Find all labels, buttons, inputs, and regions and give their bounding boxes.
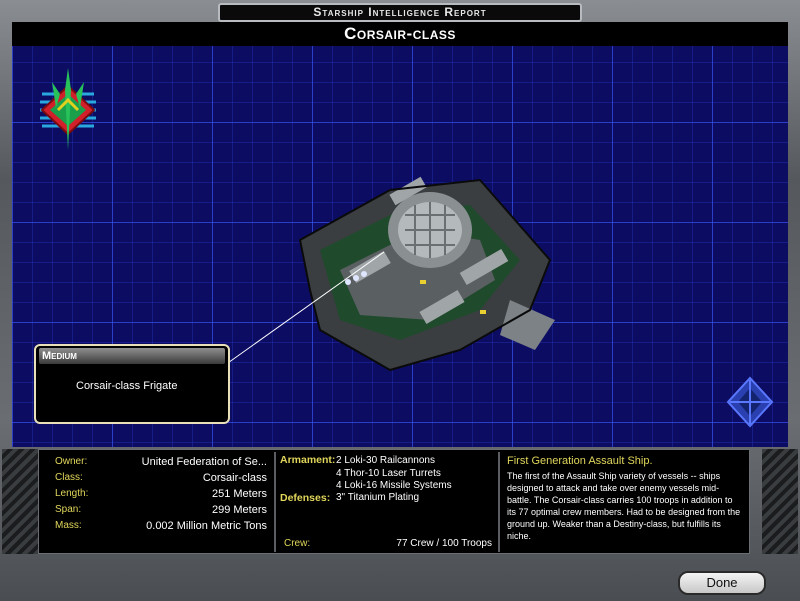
defenses-value: 3" Titanium Plating: [336, 492, 420, 503]
stat-row-mass: Mass: 0.002 Million Metric Tons: [47, 518, 273, 534]
panel-divider: [498, 452, 500, 552]
faction-emblem-icon: [40, 68, 96, 150]
armament-item: 4 Thor-10 Laser Turrets: [336, 468, 441, 479]
callout-text: Corsair-class Frigate: [76, 380, 178, 392]
info-panel: [38, 449, 750, 554]
stat-value: Corsair-class: [202, 472, 267, 484]
stat-label: Owner:: [55, 456, 88, 467]
stats-box: Owner: United Federation of Se... Class:…: [47, 452, 273, 552]
stat-value: 251 Meters: [211, 488, 267, 500]
panel-stripes-left: [2, 449, 38, 554]
armament-box: Armament: 2 Loki-30 Railcannons 4 Thor-1…: [278, 452, 496, 552]
stat-row-class: Class: Corsair-class: [47, 470, 273, 486]
armament-item: 4 Loki-16 Missile Systems: [336, 480, 452, 491]
stat-row-span: Span: 299 Meters: [47, 502, 273, 518]
window-title: Starship Intelligence Report: [218, 3, 582, 22]
crew-value: 77 Crew / 100 Troops: [396, 538, 492, 549]
panel-divider: [274, 452, 276, 552]
ship-size-callout: Medium Corsair-class Frigate: [34, 344, 230, 424]
callout-title: Medium: [39, 348, 225, 364]
defenses-label: Defenses:: [280, 492, 331, 504]
stat-row-length: Length: 251 Meters: [47, 486, 273, 502]
ship-view: Corsair-class: [12, 22, 788, 447]
description-box: First Generation Assault Ship. The first…: [502, 452, 746, 552]
panel-stripes-right: [762, 449, 798, 554]
ship-name-heading: Corsair-class: [12, 22, 788, 46]
stat-row-owner: Owner: United Federation of Se...: [47, 454, 273, 470]
stat-label: Mass:: [55, 520, 82, 531]
done-button[interactable]: Done: [678, 571, 766, 595]
navigation-emblem-icon[interactable]: [724, 374, 776, 430]
stat-value: 299 Meters: [211, 504, 267, 516]
stat-label: Span:: [55, 504, 82, 515]
description-title: First Generation Assault Ship.: [507, 455, 653, 467]
armament-label: Armament:: [280, 454, 336, 466]
stat-label: Length:: [55, 488, 89, 499]
stat-label: Class:: [55, 472, 83, 483]
ship-model: [298, 176, 555, 372]
armament-item: 2 Loki-30 Railcannons: [336, 455, 435, 466]
stat-value: 0.002 Million Metric Tons: [146, 520, 267, 532]
crew-label: Crew:: [284, 538, 311, 549]
description-text: The first of the Assault Ship variety of…: [507, 471, 741, 541]
stat-value: United Federation of Se...: [141, 456, 267, 468]
